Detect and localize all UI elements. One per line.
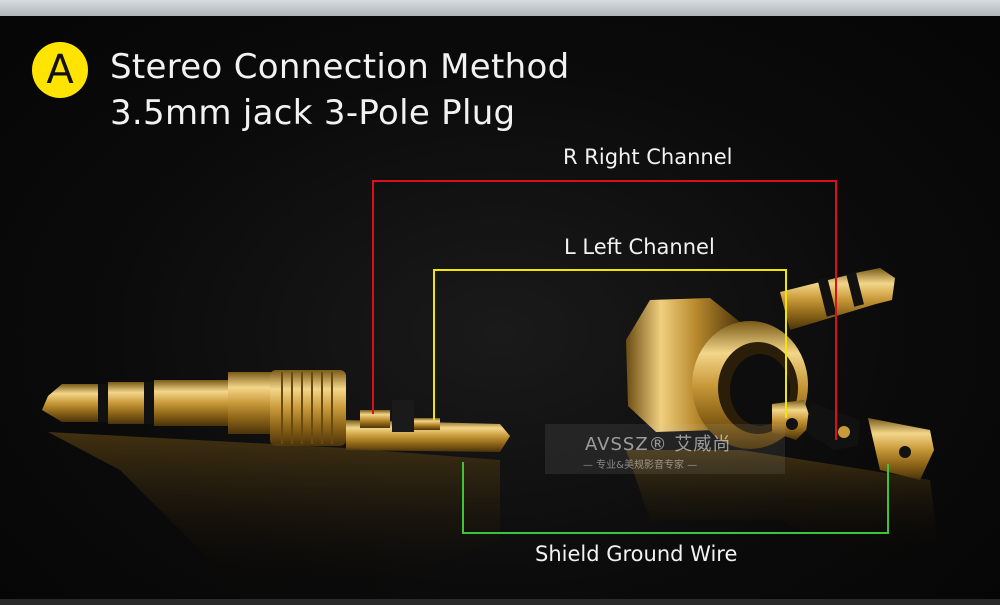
watermark-logo: AVSSZ® 艾威尚	[585, 434, 732, 455]
left-channel-wire	[433, 269, 787, 420]
top-border	[0, 0, 1000, 16]
right-channel-label: R Right Channel	[563, 145, 733, 169]
page-title: Stereo Connection Method 3.5mm jack 3-Po…	[110, 44, 570, 136]
bottom-border	[0, 599, 1000, 605]
right-channel-wire	[372, 180, 837, 440]
watermark-band	[545, 424, 785, 474]
section-badge: A	[32, 42, 88, 98]
title-line-2: 3.5mm jack 3-Pole Plug	[110, 93, 516, 133]
angled-plug	[626, 268, 940, 560]
title-line-1: Stereo Connection Method	[110, 47, 570, 87]
watermark-tagline: — 专业&美规影音专家 —	[583, 460, 698, 471]
shield-ground-label: Shield Ground Wire	[535, 542, 738, 566]
left-channel-label: L Left Channel	[564, 235, 715, 259]
shield-ground-wire	[462, 462, 889, 534]
straight-plug	[42, 370, 510, 600]
badge-letter: A	[46, 47, 74, 93]
